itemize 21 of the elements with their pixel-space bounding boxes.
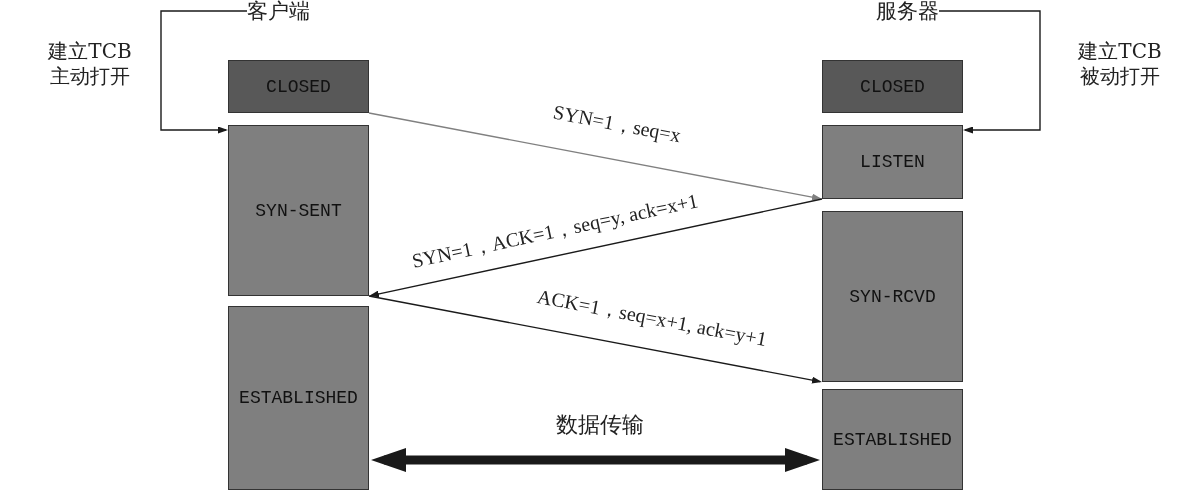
arrow xyxy=(368,295,822,384)
state-box: ESTABLISHED xyxy=(228,306,369,490)
state-box: SYN-SENT xyxy=(228,125,369,296)
edge-label: 建立TCB 被动打开 xyxy=(1077,39,1163,89)
edge-label: SYN=1，ACK=1，seq=y, ack=x+1 xyxy=(409,188,701,274)
edge-label: 数据传输 xyxy=(556,411,644,439)
edge-label: ACK=1，seq=x+1, ack=y+1 xyxy=(535,284,769,352)
arrow xyxy=(368,112,822,201)
state-box: SYN-RCVD xyxy=(822,211,963,382)
column-heading: 服务器 xyxy=(876,0,939,22)
column-heading: 客户端 xyxy=(247,0,310,22)
arrow xyxy=(369,198,823,298)
state-box: CLOSED xyxy=(822,60,963,113)
state-box: LISTEN xyxy=(822,125,963,199)
edge-label: 建立TCB 主动打开 xyxy=(47,39,133,89)
double-arrow xyxy=(371,448,821,472)
state-box: ESTABLISHED xyxy=(822,389,963,490)
arrow xyxy=(160,10,248,134)
edge-label: SYN=1，seq=x xyxy=(551,99,683,149)
state-box: CLOSED xyxy=(228,60,369,113)
arrow xyxy=(938,10,1041,134)
